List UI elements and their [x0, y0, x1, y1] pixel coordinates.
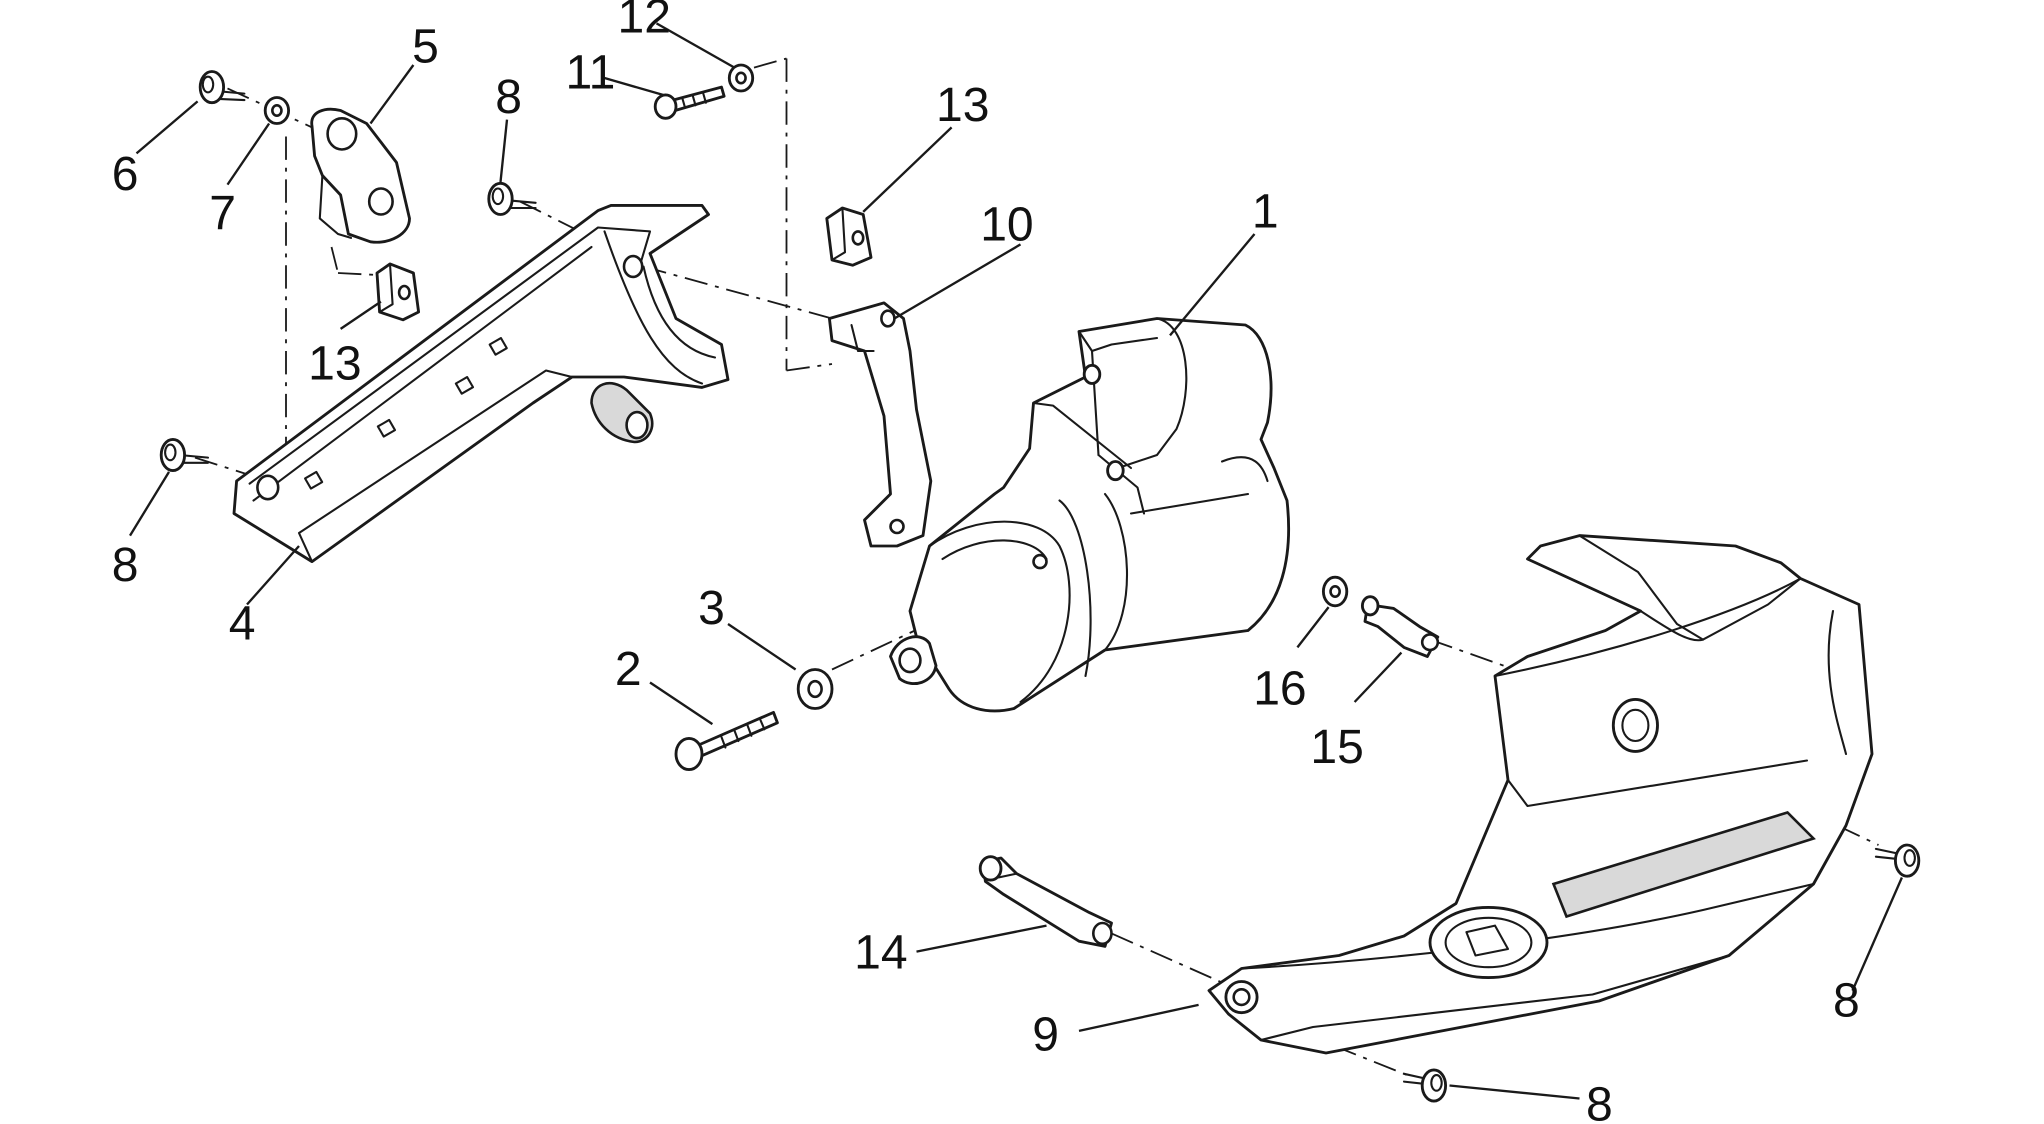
callout-1: 1	[1252, 184, 1279, 238]
callout-12: 12	[618, 0, 672, 44]
bracket-part-5	[310, 107, 411, 244]
callout-14: 14	[854, 925, 908, 979]
clip-nut-part-13-left	[375, 262, 421, 322]
callout-8-upper: 8	[495, 70, 522, 124]
callout-15: 15	[1310, 720, 1364, 774]
washer-part-7	[263, 96, 291, 125]
washer-part-12	[727, 63, 755, 93]
callout-5: 5	[412, 19, 439, 73]
callout-7: 7	[209, 186, 236, 240]
screw-part-8-bottom	[1402, 1068, 1448, 1103]
callout-10: 10	[980, 197, 1034, 251]
callout-6: 6	[112, 147, 139, 201]
side-cover-part-4	[232, 203, 730, 564]
callout-8-left: 8	[112, 538, 139, 592]
spacer-part-15	[1360, 595, 1440, 658]
starter-motor-part-1	[889, 317, 1291, 713]
callout-2: 2	[615, 642, 642, 696]
washer-part-3	[796, 668, 834, 710]
bolt-part-11	[653, 85, 726, 120]
callout-9: 9	[1032, 1007, 1059, 1061]
washer-part-16	[1321, 575, 1349, 608]
support-bracket-part-10	[827, 301, 933, 548]
spacer-part-14	[978, 855, 1113, 948]
screw-part-8-right	[1874, 843, 1921, 878]
callout-16: 16	[1253, 662, 1307, 716]
callout-3: 3	[698, 581, 725, 635]
lower-cover-part-9	[1207, 534, 1874, 1055]
clip-nut-part-13-right	[825, 206, 873, 267]
callout-8-bottom: 8	[1586, 1078, 1613, 1124]
callout-8-right: 8	[1833, 974, 1860, 1028]
callout-11: 11	[566, 45, 616, 99]
callout-13-left: 13	[308, 337, 362, 391]
bolt-part-2	[674, 710, 779, 772]
screw-part-8-left	[159, 437, 210, 473]
callout-13-right: 13	[936, 78, 990, 132]
screw-part-6	[198, 70, 246, 105]
screw-part-8-upper	[487, 181, 537, 216]
leader-lines	[129, 22, 1903, 1100]
callout-4: 4	[229, 597, 256, 651]
callout-labels: 1 2 3 4 5 6 7 8 8 8 8 9 10 11 12 13 13 1…	[112, 0, 1860, 1124]
